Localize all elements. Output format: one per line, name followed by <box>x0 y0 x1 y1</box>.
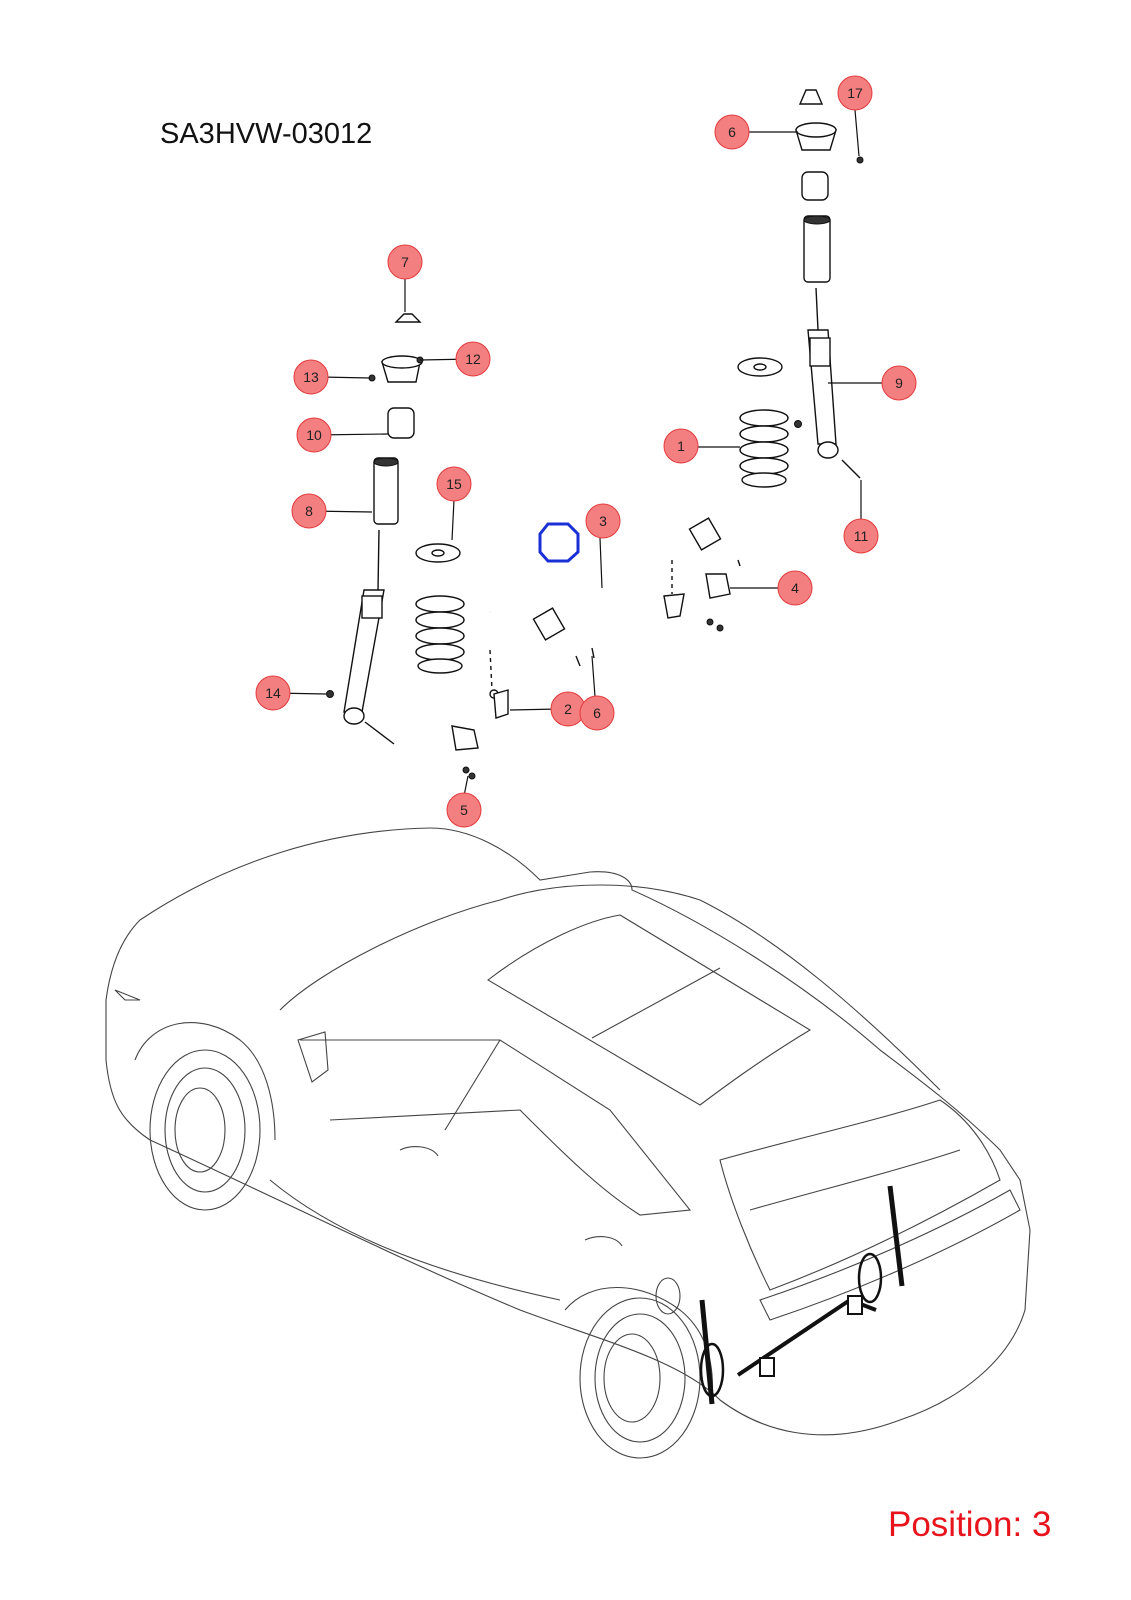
callout-7[interactable]: 7 <box>387 244 423 280</box>
callout-14[interactable]: 14 <box>255 675 291 711</box>
left-coil-spring-assembly <box>415 543 465 674</box>
callout-3[interactable]: 3 <box>585 503 621 539</box>
callout-5-label: 5 <box>460 802 468 818</box>
callout-1[interactable]: 1 <box>663 428 699 464</box>
callout-11[interactable]: 11 <box>843 518 879 554</box>
callout-15-label: 15 <box>446 476 462 492</box>
right-coil-spring-assembly <box>737 357 789 488</box>
right-bracket <box>705 573 731 599</box>
callout-4[interactable]: 4 <box>777 570 813 606</box>
callout-13-label: 13 <box>303 369 319 385</box>
callout-5[interactable]: 5 <box>446 792 482 828</box>
right-shock-assembly <box>794 89 864 479</box>
callout-17-label: 17 <box>847 85 863 101</box>
callout-9-label: 9 <box>895 375 903 391</box>
callout-9[interactable]: 9 <box>881 365 917 401</box>
left-bump-stop <box>387 407 415 439</box>
callout-2-label: 2 <box>564 701 572 717</box>
right-dust-cap <box>798 89 824 105</box>
callout-3-label: 3 <box>599 513 607 529</box>
callout-2[interactable]: 2 <box>550 691 586 727</box>
vehicle-rear-suspension-highlight <box>699 1185 905 1405</box>
right-dust-boot <box>803 215 831 283</box>
callout-12-label: 12 <box>465 351 481 367</box>
callout-4-label: 4 <box>791 580 799 596</box>
callout-6-upper-label: 6 <box>728 124 736 140</box>
callout-13[interactable]: 13 <box>293 359 329 395</box>
callout-10[interactable]: 10 <box>296 417 332 453</box>
callout-7-label: 7 <box>401 254 409 270</box>
callout-10-label: 10 <box>306 427 322 443</box>
callout-6-upper[interactable]: 6 <box>714 114 750 150</box>
right-link-assembly <box>663 560 731 632</box>
drawing-code: SA3HVW-03012 <box>160 118 373 150</box>
callout-11-label: 11 <box>854 528 869 544</box>
callout-8[interactable]: 8 <box>291 493 327 529</box>
right-bump-stop <box>801 171 829 201</box>
left-link-assembly <box>451 649 509 780</box>
left-shock-assembly <box>326 313 424 745</box>
left-dust-boot <box>373 457 399 525</box>
callout-6-lower[interactable]: 6 <box>579 695 615 731</box>
callout-14-label: 14 <box>265 685 281 701</box>
left-bracket <box>451 725 479 751</box>
callout-1-label: 1 <box>677 438 685 454</box>
left-dust-cap <box>394 313 422 323</box>
callout-15[interactable]: 15 <box>436 466 472 502</box>
callout-12[interactable]: 12 <box>455 341 491 377</box>
callout-8-label: 8 <box>305 503 313 519</box>
vehicle-outline <box>105 827 1031 1459</box>
callout-17[interactable]: 17 <box>837 75 873 111</box>
stabilizer-bar <box>488 504 741 667</box>
selection-marker <box>538 522 580 563</box>
position-label: Position: 3 <box>888 1505 1052 1544</box>
callout-6-lower-label: 6 <box>593 705 601 721</box>
